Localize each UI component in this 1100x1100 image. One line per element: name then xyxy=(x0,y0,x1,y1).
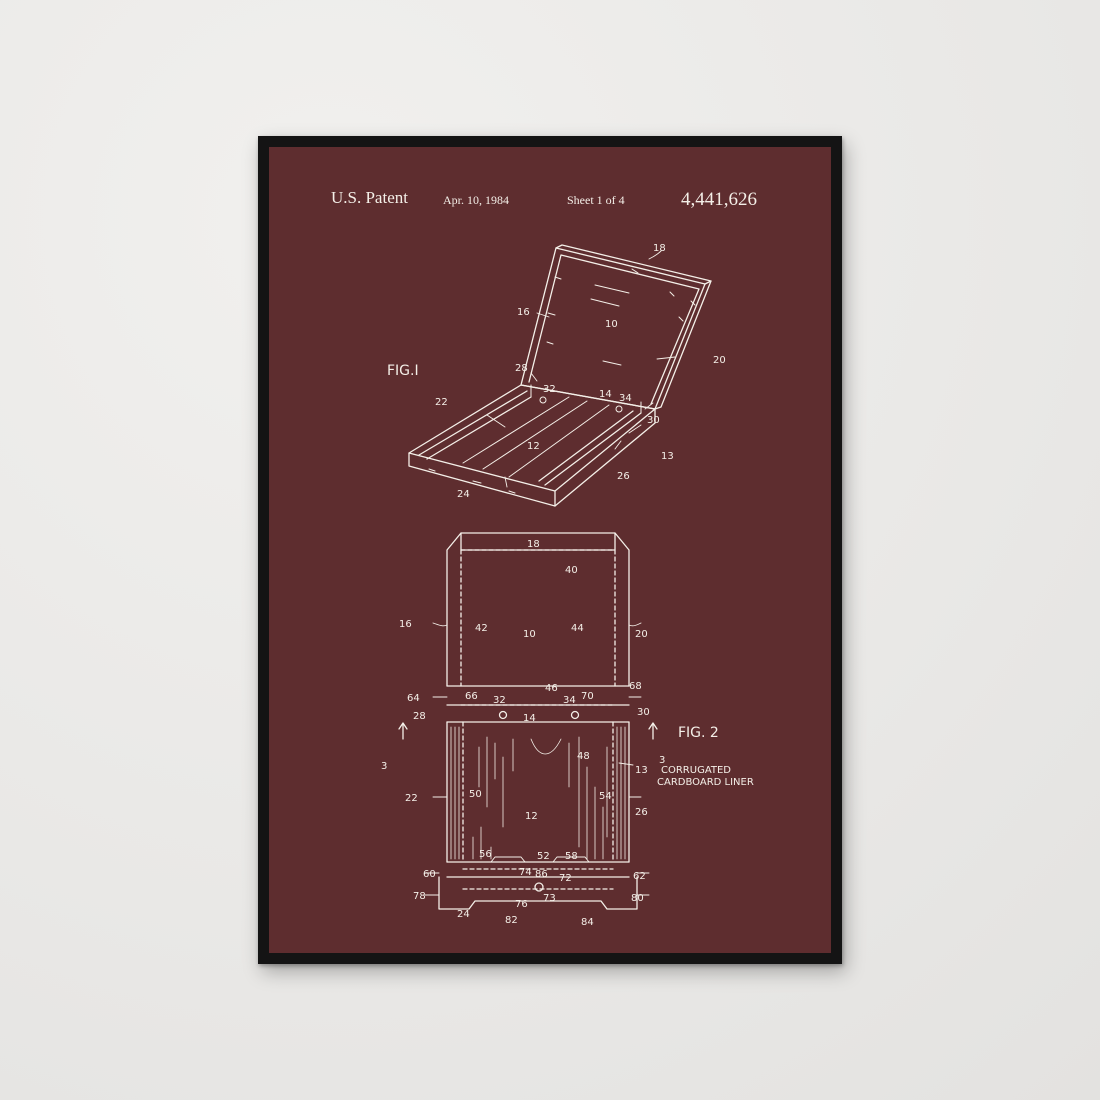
fig2-ref-82: 82 xyxy=(505,915,518,926)
fig1-ref-28: 28 xyxy=(515,363,528,374)
fig1-ref-24: 24 xyxy=(457,489,470,500)
fig2-ref-72: 72 xyxy=(559,873,572,884)
fig1-ref-13: 13 xyxy=(661,451,674,462)
fig2-ref-86: 86 xyxy=(535,869,548,880)
fig2-ref-24: 24 xyxy=(457,909,470,920)
fig2-ref-74: 74 xyxy=(519,867,532,878)
fig2-drawing xyxy=(398,532,658,910)
fig2-ref-64: 64 xyxy=(407,693,420,704)
fig2-ref-3-right: 3 xyxy=(659,755,665,766)
fig2-liner-line1: CORRUGATED xyxy=(661,765,731,776)
sheet-number: Sheet 1 of 4 xyxy=(567,193,625,207)
fig1-ref-12: 12 xyxy=(527,441,540,452)
fig2-ref-13: 13 xyxy=(635,765,648,776)
fig1-ref-26: 26 xyxy=(617,471,630,482)
patent-poster: U.S. Patent Apr. 10, 1984 Sheet 1 of 4 4… xyxy=(269,147,831,953)
fig1-ref-30: 30 xyxy=(647,415,660,426)
fig2-liner-line2: CARDBOARD LINER xyxy=(657,777,754,788)
fig2-ref-3-left: 3 xyxy=(381,761,387,772)
fig2-ref-16: 16 xyxy=(399,619,412,630)
fig2-ref-78: 78 xyxy=(413,891,426,902)
fig2-ref-52: 52 xyxy=(537,851,550,862)
patent-date: Apr. 10, 1984 xyxy=(443,193,509,207)
fig2-ref-50: 50 xyxy=(469,789,482,800)
fig2-ref-46: 46 xyxy=(545,683,558,694)
fig1-ref-18: 18 xyxy=(653,243,666,254)
fig1-ref-34: 34 xyxy=(619,393,632,404)
fig1-ref-20: 20 xyxy=(713,355,726,366)
fig2-ref-34: 34 xyxy=(563,695,576,706)
fig2-ref-73: 73 xyxy=(543,893,556,904)
fig2-ref-80: 80 xyxy=(631,893,644,904)
fig2-ref-10: 10 xyxy=(523,629,536,640)
fig2-ref-28: 28 xyxy=(413,711,426,722)
fig2-ref-54: 54 xyxy=(599,791,612,802)
fig2-ref-42: 42 xyxy=(475,623,488,634)
fig2-ref-84: 84 xyxy=(581,917,594,928)
fig2-ref-48: 48 xyxy=(577,751,590,762)
fig2-title: FIG. 2 xyxy=(678,725,719,741)
fig2-ref-22: 22 xyxy=(405,793,418,804)
fig1-ref-32: 32 xyxy=(543,384,556,395)
fig1-title: FIG.I xyxy=(387,363,419,379)
fig2-ref-70: 70 xyxy=(581,691,594,702)
fig2-ref-68: 68 xyxy=(629,681,642,692)
fig2-ref-44: 44 xyxy=(571,623,584,634)
fig1-ref-10: 10 xyxy=(605,319,618,330)
fig2-ref-56: 56 xyxy=(479,849,492,860)
fig2-ref-66: 66 xyxy=(465,691,478,702)
fig2-ref-76: 76 xyxy=(515,899,528,910)
fig2-ref-26: 26 xyxy=(635,807,648,818)
fig2-ref-32: 32 xyxy=(493,695,506,706)
fig2-ref-14: 14 xyxy=(523,713,536,724)
fig2-ref-62: 62 xyxy=(633,871,646,882)
picture-frame: U.S. Patent Apr. 10, 1984 Sheet 1 of 4 4… xyxy=(258,136,842,964)
fig2-ref-60: 60 xyxy=(423,869,436,880)
fig1-ref-22: 22 xyxy=(435,397,448,408)
patent-number: 4,441,626 xyxy=(681,189,757,210)
fig1-ref-16: 16 xyxy=(517,307,530,318)
fig2-ref-40: 40 xyxy=(565,565,578,576)
fig2-ref-12: 12 xyxy=(525,811,538,822)
fig2-ref-20: 20 xyxy=(635,629,648,640)
fig1-ref-14: 14 xyxy=(599,389,612,400)
patent-drawing: FIG.I 18 16 10 20 28 32 14 34 30 22 12 1… xyxy=(381,243,754,928)
fig1-drawing xyxy=(408,244,712,507)
patent-label: U.S. Patent xyxy=(331,188,408,207)
fig2-ref-58: 58 xyxy=(565,851,578,862)
fig2-ref-18: 18 xyxy=(527,539,540,550)
fig2-ref-30: 30 xyxy=(637,707,650,718)
